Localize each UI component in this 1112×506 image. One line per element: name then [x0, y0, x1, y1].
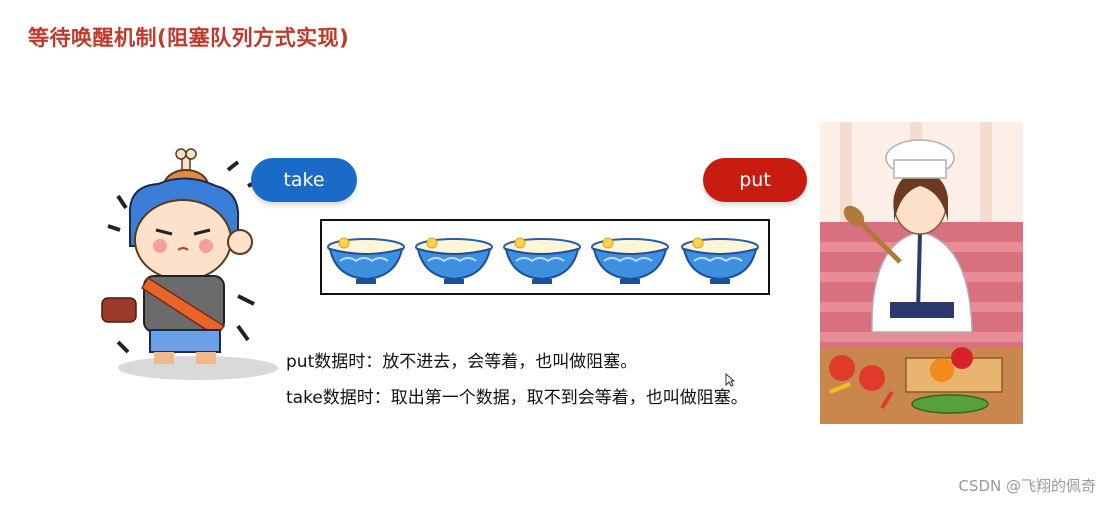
noodle-bowl-icon — [503, 237, 581, 284]
noodle-bowl-icon — [327, 237, 405, 284]
blocking-queue-box — [320, 219, 770, 295]
mouse-cursor-icon — [725, 373, 735, 387]
put-description: put数据时：放不进去，会等着，也叫做阻塞。 — [286, 352, 638, 372]
consumer-boy-illustration — [101, 148, 278, 380]
noodle-bowl-icon — [415, 237, 493, 284]
slide-title: 等待唤醒机制(阻塞队列方式实现) — [28, 26, 350, 50]
noodle-bowl-icon — [591, 237, 669, 284]
noodle-bowl-icon — [681, 237, 759, 284]
take-button[interactable]: take — [251, 158, 357, 202]
producer-chef-illustration — [820, 122, 1023, 424]
watermark: CSDN @飞翔的佩奇 — [958, 477, 1096, 495]
put-button[interactable]: put — [703, 158, 807, 202]
take-description: take数据时：取出第一个数据，取不到会等着，也叫做阻塞。 — [286, 388, 748, 408]
